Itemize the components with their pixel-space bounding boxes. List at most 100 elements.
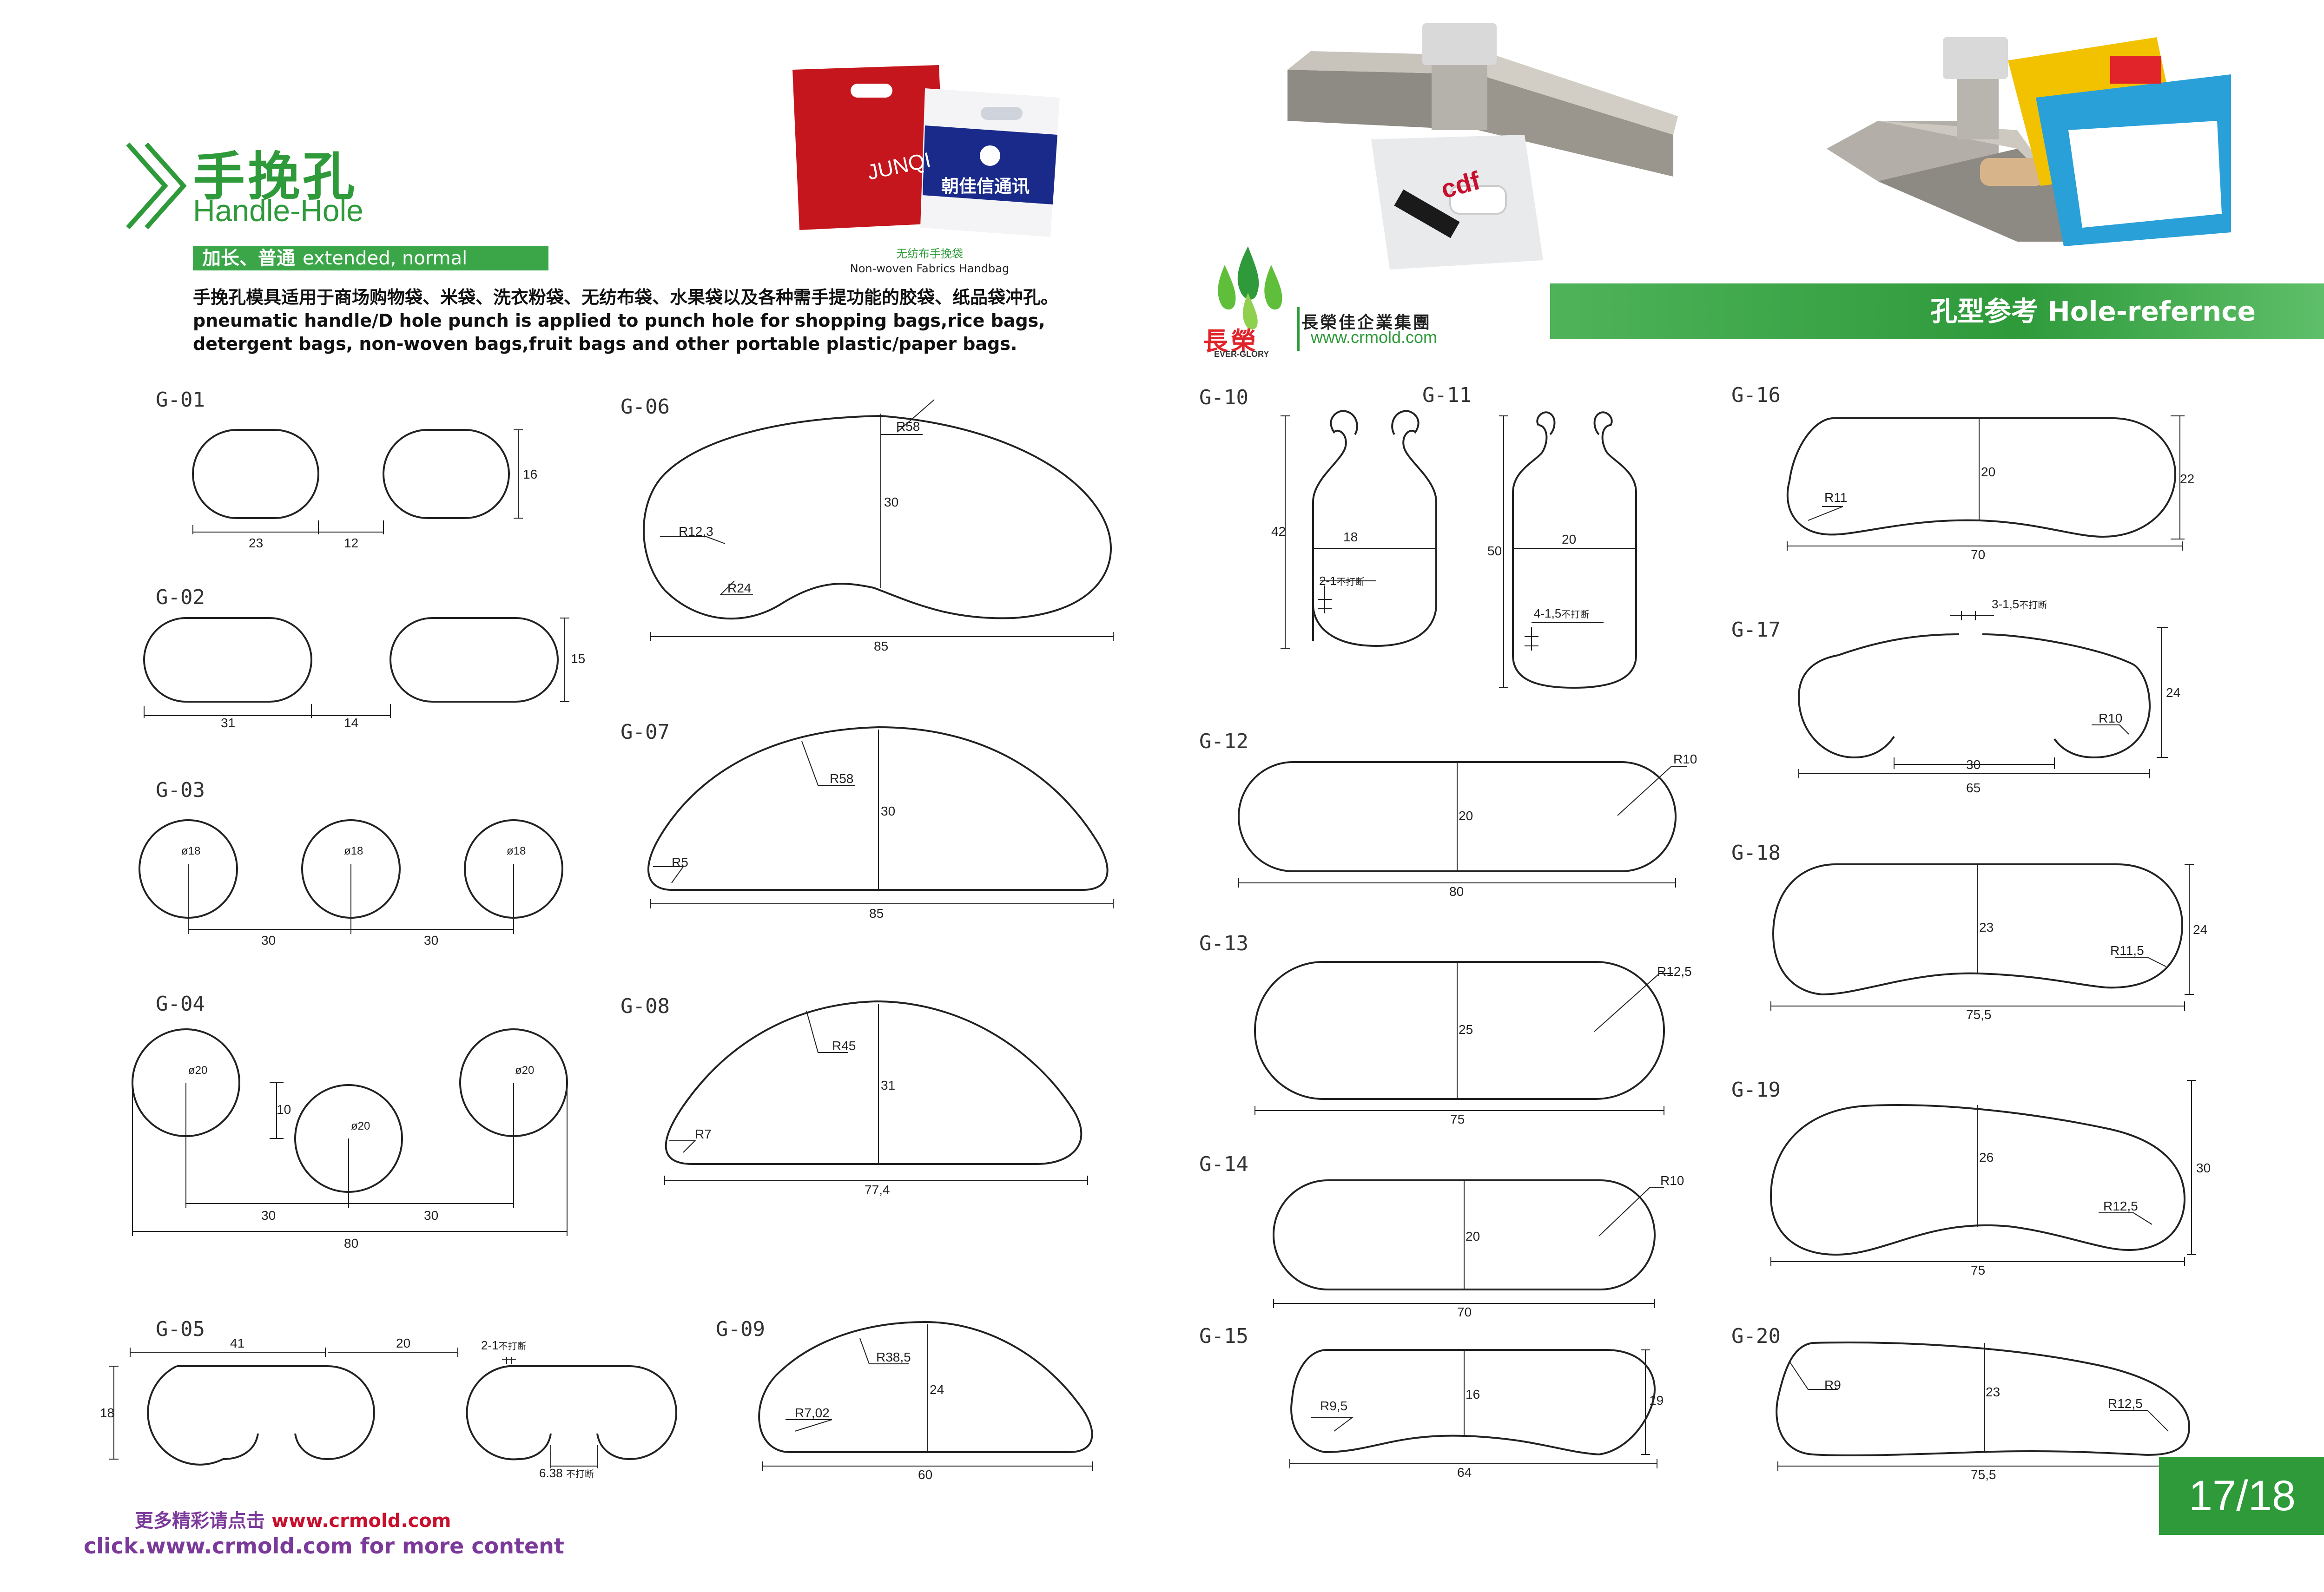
g06-width: 85 bbox=[874, 639, 889, 653]
g04-diameter-2: ø20 bbox=[351, 1120, 370, 1132]
g15-shape bbox=[1289, 1349, 1657, 1468]
g17-radius: R10 bbox=[2099, 711, 2123, 725]
label-g09: G-09 bbox=[716, 1317, 765, 1341]
g05-slot-value: 6.38 bbox=[539, 1466, 563, 1480]
g17-cut-note: 不打断 bbox=[2019, 600, 2047, 611]
g01-height: 16 bbox=[523, 467, 538, 481]
g19-width: 75 bbox=[1971, 1263, 1986, 1277]
g11-shape bbox=[1499, 411, 1637, 689]
more-content-url[interactable]: www.crmold.com bbox=[271, 1510, 451, 1532]
g18-shape bbox=[1770, 863, 2194, 1011]
label-g16: G-16 bbox=[1731, 383, 1781, 407]
g08-radius-2: R7 bbox=[695, 1127, 712, 1141]
description: 手挽孔模具适用于商场购物袋、米袋、洗衣粉袋、无纺布袋、水果袋以及各种需手提功能的… bbox=[193, 286, 1122, 355]
g04-offset: 10 bbox=[277, 1102, 291, 1117]
description-en-2: detergent bags, non-woven bags,fruit bag… bbox=[193, 334, 1017, 354]
g03-spacing-1: 30 bbox=[261, 933, 276, 947]
g17-shape bbox=[1797, 611, 2168, 778]
logo-en: EVER-GLORY bbox=[1214, 349, 1269, 359]
brand-name: 長榮佳企業集團 bbox=[1301, 313, 1432, 332]
g03-diameter-2: ø18 bbox=[344, 845, 363, 857]
g13-height: 25 bbox=[1459, 1022, 1473, 1037]
g15-outer-height: 19 bbox=[1649, 1393, 1664, 1408]
g17-inner: 30 bbox=[1966, 757, 1981, 772]
g14-radius: R10 bbox=[1660, 1173, 1684, 1188]
type-tag-zh: 加长、普通 bbox=[202, 248, 295, 269]
g18-outer-height: 24 bbox=[2193, 922, 2208, 937]
brand-url[interactable]: www.crmold.com bbox=[1311, 328, 1438, 347]
label-g01: G-01 bbox=[156, 388, 205, 412]
g04-diameter-1: ø20 bbox=[188, 1064, 208, 1077]
g18-radius: R11,5 bbox=[2110, 943, 2144, 958]
label-g11: G-11 bbox=[1422, 383, 1472, 407]
g10-cut-value: 2-1 bbox=[1319, 574, 1337, 588]
handbag-caption-en: Non-woven Fabrics Handbag bbox=[850, 262, 1010, 275]
g16-radius: R11 bbox=[1824, 490, 1848, 505]
handbag-caption: 无纺布手挽袋 Non-woven Fabrics Handbag bbox=[799, 246, 1060, 276]
g04-diameter-3: ø20 bbox=[515, 1064, 535, 1077]
more-content-zh-text: 更多精彩请点击 bbox=[135, 1510, 265, 1532]
g08-radius-1: R45 bbox=[832, 1039, 856, 1053]
g05-height: 18 bbox=[100, 1406, 115, 1420]
g05-cut: 2-1不打断 bbox=[481, 1338, 527, 1353]
g17-cut-value: 3-1,5 bbox=[1992, 597, 2020, 611]
g05-slot-note: 不打断 bbox=[566, 1469, 594, 1480]
g10-width: 18 bbox=[1343, 530, 1358, 544]
g18-width: 75,5 bbox=[1966, 1007, 1992, 1022]
g16-height: 20 bbox=[1981, 465, 1996, 479]
g06-radius-1: R58 bbox=[896, 419, 920, 434]
ever-glory-logo-icon bbox=[1218, 246, 1282, 329]
g05-width: 41 bbox=[230, 1336, 245, 1350]
g03-diameter-3: ø18 bbox=[507, 845, 526, 857]
more-content-en[interactable]: click.www.crmold.com for more content bbox=[84, 1533, 564, 1559]
label-g04: G-04 bbox=[156, 992, 205, 1016]
handbag-photo: JUNQI 朝佳信通讯 bbox=[786, 56, 1064, 242]
label-g15: G-15 bbox=[1199, 1324, 1248, 1348]
g03-shape bbox=[139, 819, 563, 934]
g14-width: 70 bbox=[1457, 1305, 1472, 1319]
punch-machine-photo-2 bbox=[1822, 28, 2236, 256]
g01-width: 23 bbox=[249, 536, 264, 550]
g04-shape bbox=[132, 1028, 568, 1236]
g04-spacing-1: 30 bbox=[261, 1208, 276, 1223]
label-g06: G-06 bbox=[621, 395, 670, 419]
g19-radius: R12,5 bbox=[2103, 1199, 2138, 1213]
g17-height: 24 bbox=[2166, 685, 2181, 700]
g08-shape bbox=[664, 1000, 1088, 1185]
g07-width: 85 bbox=[869, 906, 884, 921]
g03-diameter-1: ø18 bbox=[181, 845, 201, 857]
g15-radius: R9,5 bbox=[1320, 1399, 1348, 1413]
g12-width: 80 bbox=[1449, 884, 1464, 899]
g10-shape bbox=[1281, 410, 1437, 649]
g04-total: 80 bbox=[344, 1236, 359, 1250]
label-g12: G-12 bbox=[1199, 730, 1248, 753]
type-tag-en: extended, normal bbox=[303, 248, 468, 269]
g20-height: 23 bbox=[1986, 1385, 2000, 1399]
g16-shape bbox=[1786, 415, 2185, 551]
bag-blue-text: 朝佳信通讯 bbox=[941, 176, 1030, 197]
page-number: 17/18 bbox=[2159, 1457, 2324, 1535]
g07-height: 30 bbox=[881, 804, 896, 818]
type-tag: 加长、普通 extended, normal bbox=[193, 246, 548, 270]
g20-width: 75,5 bbox=[1971, 1467, 1996, 1482]
g19-shape bbox=[1769, 1080, 2196, 1266]
ref-bar-bg bbox=[1550, 283, 2324, 339]
g19-height: 26 bbox=[1979, 1150, 1994, 1164]
g09-shape bbox=[758, 1321, 1093, 1471]
g11-cut-note: 不打断 bbox=[1561, 610, 1590, 620]
more-content-zh[interactable]: 更多精彩请点击 www.crmold.com bbox=[135, 1506, 451, 1533]
g05-cut-value: 2-1 bbox=[481, 1338, 499, 1352]
label-g05: G-05 bbox=[156, 1317, 205, 1341]
page-title-zh: 手挽孔 bbox=[193, 147, 357, 207]
g09-height: 24 bbox=[930, 1382, 944, 1397]
g17-width: 65 bbox=[1966, 781, 1981, 795]
label-g17: G-17 bbox=[1731, 618, 1781, 642]
g08-height: 31 bbox=[881, 1078, 896, 1092]
g09-radius-2: R7,02 bbox=[795, 1406, 830, 1420]
label-g03: G-03 bbox=[156, 778, 205, 802]
label-g14: G-14 bbox=[1199, 1152, 1248, 1176]
handbag-caption-zh: 无纺布手挽袋 bbox=[896, 247, 963, 260]
g12-radius: R10 bbox=[1673, 752, 1697, 766]
label-g02: G-02 bbox=[156, 585, 205, 609]
